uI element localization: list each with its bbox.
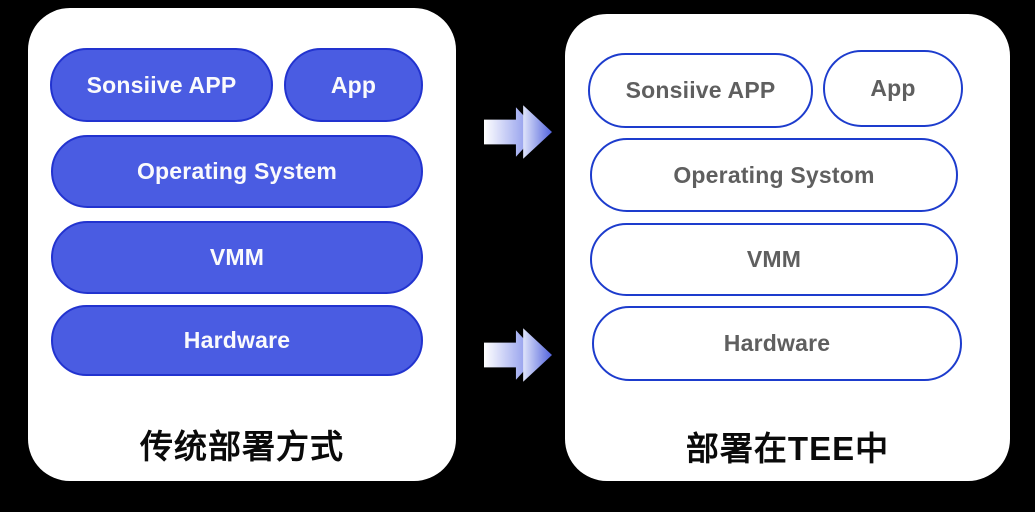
node-label: Hardware [723, 330, 831, 356]
node-sonsiive-app: Sonsiive APP [588, 53, 813, 128]
traditional-deployment-panel: Sonsiive APP App Operating System VMM Ha… [28, 8, 456, 481]
node-operating-system: Operating System [51, 135, 423, 208]
node-vmm: VMM [51, 221, 423, 294]
node-label: VMM [746, 246, 802, 272]
node-label: VMM [209, 244, 265, 270]
node-label: Sonsiive APP [625, 77, 776, 103]
node-label: Hardware [183, 327, 291, 353]
node-vmm: VMM [590, 223, 958, 296]
node-app: App [284, 48, 423, 122]
flow-arrow-icon [484, 328, 552, 382]
node-sonsiive-app: Sonsiive APP [50, 48, 273, 122]
node-app: App [823, 50, 963, 127]
panel-caption-traditional: 传统部署方式 [140, 428, 344, 465]
node-label: Operating System [136, 158, 338, 184]
flow-arrow-icon [484, 105, 552, 159]
node-label: App [330, 71, 377, 98]
node-hardware: Hardware [592, 306, 962, 381]
panel-caption-tee: 部署在TEE中 [685, 430, 890, 467]
node-operating-system: Operating Systom [590, 138, 958, 212]
node-hardware: Hardware [51, 305, 423, 376]
tee-deployment-panel: Sonsiive APP App Operating Systom VMM Ha… [565, 14, 1010, 481]
node-label: Sonsiive APP [86, 71, 237, 98]
node-label: Operating Systom [673, 161, 875, 188]
node-label: App [870, 75, 916, 101]
